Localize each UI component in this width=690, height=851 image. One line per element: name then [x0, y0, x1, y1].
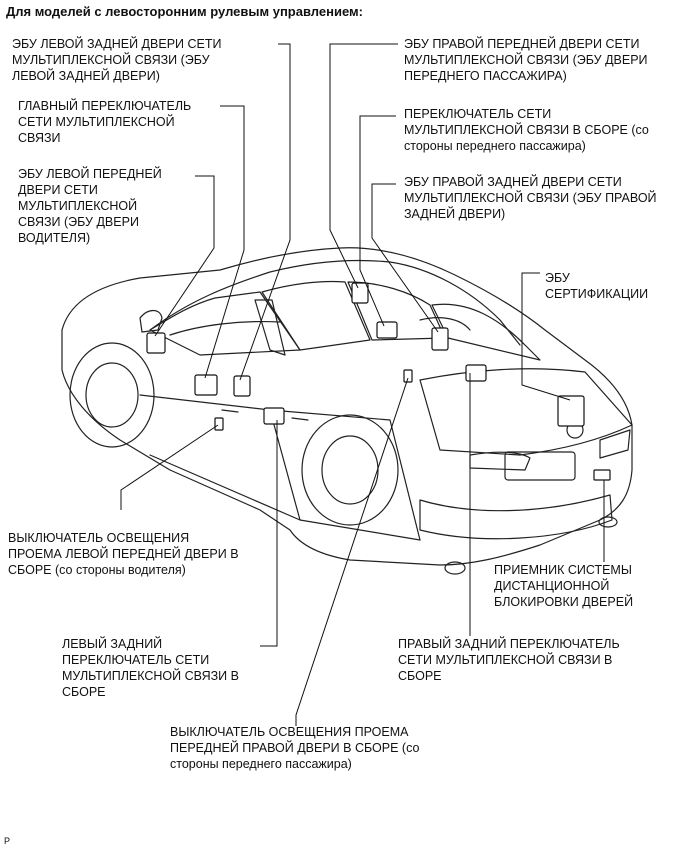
label-receiver: ПРИЕМНИК СИСТЕМЫ ДИСТАНЦИОННОЙ БЛОКИРОВК…: [494, 563, 634, 609]
leader-main-switch: [204, 105, 245, 379]
component-switch-passenger: [376, 321, 398, 339]
label-light-switch-left-front: ВЫКЛЮЧАТЕЛЬ ОСВЕЩЕНИЯ ПРОЕМА ЛЕВОЙ ПЕРЕД…: [8, 531, 239, 577]
car-front-wheel-hub: [85, 362, 139, 428]
car-roof: [149, 259, 521, 346]
car-side-window-rear: [347, 281, 446, 341]
label-switch-passenger: ПЕРЕКЛЮЧАТЕЛЬ СЕТИ МУЛЬТИПЛЕКСНОЙ СВЯЗИ …: [404, 107, 649, 153]
diagram-header: Для моделей с левосторонним рулевым упра…: [6, 4, 363, 19]
car-license-plate: [504, 451, 576, 481]
car-front-wheel: [69, 342, 155, 448]
car-rear-window: [431, 303, 541, 361]
car-rear-wheel: [301, 414, 399, 526]
component-receiver: [593, 469, 611, 481]
component-ecu-right-rear: [431, 327, 449, 351]
label-right-rear-switch: ПРАВЫЙ ЗАДНИЙ ПЕРЕКЛЮЧАТЕЛЬ СЕТИ МУЛЬТИП…: [398, 637, 620, 683]
leader-light-switch-left-front: [120, 424, 219, 510]
car-side-window-front: [261, 280, 371, 351]
car-side-mirror: [139, 309, 163, 333]
label-ecu-right-front: ЭБУ ПРАВОЙ ПЕРЕДНЕЙ ДВЕРИ СЕТИ МУЛЬТИПЛЕ…: [404, 37, 648, 83]
car-door-line-rear: [269, 409, 421, 541]
car-door-handle-rear: [291, 417, 309, 421]
component-main-switch: [194, 374, 218, 396]
component-left-rear-switch: [263, 407, 285, 425]
component-ecu-right-front: [351, 282, 369, 304]
leader-ecu-left-rear: [239, 43, 291, 381]
label-ecu-left-front: ЭБУ ЛЕВОЙ ПЕРЕДНЕЙ ДВЕРИ СЕТИ МУЛЬТИПЛЕК…: [18, 167, 162, 245]
car-door-handle-front: [221, 409, 239, 413]
component-ecu-left-rear: [233, 375, 251, 397]
car-seat-back: [254, 299, 286, 356]
car-rear-bumper: [419, 494, 613, 540]
leader-ecu-right-front: [329, 43, 398, 289]
label-left-rear-switch: ЛЕВЫЙ ЗАДНИЙ ПЕРЕКЛЮЧАТЕЛЬ СЕТИ МУЛЬТИПЛ…: [62, 637, 239, 699]
component-right-rear-switch: [465, 364, 487, 382]
car-rear-seat: [419, 317, 471, 331]
leader-light-switch-right-front: [295, 377, 409, 726]
component-light-switch-right-front: [403, 369, 413, 383]
label-main-switch: ГЛАВНЫЙ ПЕРЕКЛЮЧАТЕЛЬ СЕТИ МУЛЬТИПЛЕКСНО…: [18, 99, 192, 145]
car-exhaust-left: [444, 561, 466, 575]
label-ecu-cert: ЭБУ СЕРТИФИКАЦИИ: [545, 271, 649, 301]
car-body-outline: [61, 247, 633, 566]
component-ecu-left-front: [146, 332, 166, 354]
footer-code: P: [4, 836, 11, 846]
leader-ecu-cert: [521, 272, 571, 401]
label-light-switch-right-front: ВЫКЛЮЧАТЕЛЬ ОСВЕЩЕНИЯ ПРОЕМА ПЕРЕДНЕЙ ПР…: [170, 725, 420, 771]
leader-left-rear-switch: [260, 420, 278, 647]
component-ecu-cert: [557, 395, 585, 427]
car-rear-wheel-hub: [321, 435, 379, 505]
label-ecu-right-rear: ЭБУ ПРАВОЙ ЗАДНЕЙ ДВЕРИ СЕТИ МУЛЬТИПЛЕКС…: [404, 175, 657, 221]
component-light-switch-left-front: [214, 417, 224, 431]
car-rear-lamp: [469, 451, 531, 471]
leader-switch-passenger: [359, 115, 396, 327]
car-exhaust-right: [598, 516, 618, 528]
label-ecu-left-rear: ЭБУ ЛЕВОЙ ЗАДНЕЙ ДВЕРИ СЕТИ МУЛЬТИПЛЕКСН…: [12, 37, 222, 83]
leader-ecu-left-front: [154, 175, 215, 337]
car-rear-lamp-right: [599, 429, 631, 459]
car-sill: [149, 454, 421, 541]
leader-ecu-right-rear: [371, 183, 439, 333]
